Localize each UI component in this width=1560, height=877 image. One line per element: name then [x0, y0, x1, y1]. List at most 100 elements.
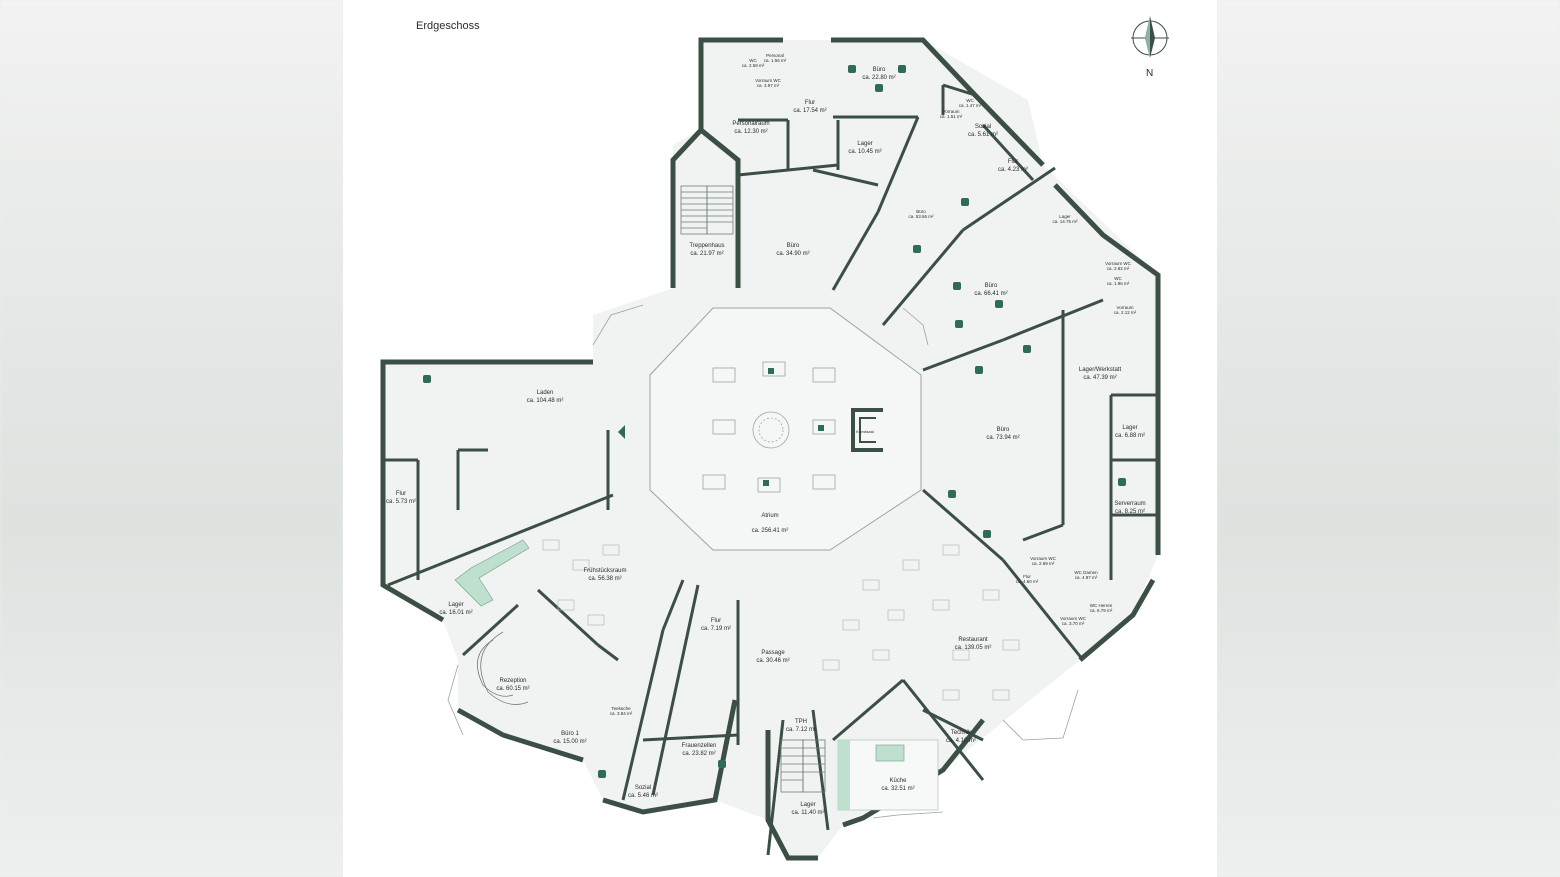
restaurant-furniture [542, 539, 1020, 701]
room-flur-r1: Flur [1008, 159, 1018, 165]
svg-text:ca. 17.54 m²: ca. 17.54 m² [793, 108, 826, 114]
svg-text:ca. 3.84 m²: ca. 3.84 m² [610, 711, 633, 716]
svg-text:ca. 2.59 m²: ca. 2.59 m² [742, 63, 765, 68]
blurred-background-right [1217, 0, 1560, 877]
room-passage: Passage [761, 650, 785, 656]
svg-text:ca. 1.96 m²: ca. 1.96 m² [1107, 281, 1130, 286]
svg-text:ca. 2.69 m²: ca. 2.69 m² [1032, 561, 1055, 566]
svg-text:ca. 2.12 m²: ca. 2.12 m² [1114, 310, 1137, 315]
room-personalraum: Personalraum [732, 121, 769, 127]
svg-text:ca. 21.97 m²: ca. 21.97 m² [690, 251, 723, 257]
room-lager-bottom: Lager [800, 802, 815, 808]
room-vorraum-wc-rr2: Vorraum WC [1060, 616, 1087, 621]
room-tph: TPH [795, 719, 807, 725]
svg-text:ca. 6.88 m²: ca. 6.88 m² [1115, 433, 1145, 439]
compass-letter: N [1146, 68, 1153, 79]
svg-text:ca. 4.10 m²: ca. 4.10 m² [946, 738, 976, 744]
room-lagerwerkstatt: Lager/Werkstatt [1079, 367, 1122, 373]
svg-text:ca. 1.47 m²: ca. 1.47 m² [959, 103, 982, 108]
svg-text:ca. 56.38 m²: ca. 56.38 m² [588, 576, 621, 582]
room-serverraum: Serverraum [1114, 501, 1145, 507]
svg-text:ca. 73.94 m²: ca. 73.94 m² [986, 435, 1019, 441]
room-flur-top: Flur [805, 100, 815, 106]
svg-text:ca. 2.82 m²: ca. 2.82 m² [1107, 266, 1130, 271]
svg-text:ca. 22.80 m²: ca. 22.80 m² [862, 75, 895, 81]
svg-text:ca. 8.25 m²: ca. 8.25 m² [1115, 509, 1145, 515]
svg-text:ca. 47.39 m²: ca. 47.39 m² [1083, 375, 1116, 381]
room-vorraum-wc-top: Vorraum WC [755, 78, 782, 83]
compass-icon: N [1131, 16, 1169, 79]
room-lager-r2: Lager [1059, 214, 1071, 219]
room-personalwc: Personal [766, 53, 784, 58]
staircase-tph [780, 739, 826, 793]
svg-text:ca. 12.30 m²: ca. 12.30 m² [734, 129, 767, 135]
room-technik: Technik [951, 730, 972, 736]
kitchen-floor [837, 739, 939, 811]
atrium-furniture [702, 361, 836, 493]
breakfast-counter [454, 539, 530, 607]
room-flur-mid: Flur [711, 618, 721, 624]
room-rezeption: Rezeption [499, 678, 526, 684]
svg-text:ca. 15.00 m²: ca. 15.00 m² [553, 739, 586, 745]
window-bays [447, 304, 1079, 819]
room-fruehstueck: Frühstücksraum [583, 568, 626, 574]
svg-text:ca. 1.51 m²: ca. 1.51 m² [940, 114, 963, 119]
svg-text:ca. 7.12 m²: ca. 7.12 m² [786, 727, 816, 733]
room-flur-rr: Flur [1023, 574, 1031, 579]
svg-text:ca. 10.45 m²: ca. 10.45 m² [848, 149, 881, 155]
svg-text:ca. 6.79 m²: ca. 6.79 m² [1090, 608, 1113, 613]
atrium-outline [649, 307, 922, 551]
svg-text:ca. 5.73 m²: ca. 5.73 m² [386, 499, 416, 505]
room-lager-r4: Lager [1122, 425, 1137, 431]
room-atrium: Atrium [761, 513, 778, 519]
room-laden: Laden [537, 390, 554, 396]
room-sozial-bottom: Sozial [635, 785, 651, 791]
svg-text:ca. 66.41 m²: ca. 66.41 m² [974, 291, 1007, 297]
room-lager-left: Lager [448, 602, 463, 608]
room-buero-r3: Büro [985, 283, 998, 289]
floor-plan-sheet: Erdgeschoss N [343, 0, 1217, 877]
svg-text:ca. 16.01 m²: ca. 16.01 m² [439, 610, 472, 616]
room-lager-top: Lager [857, 141, 872, 147]
svg-text:ca. 4.23 m²: ca. 4.23 m² [998, 167, 1028, 173]
svg-text:ca. 30.46 m²: ca. 30.46 m² [756, 658, 789, 664]
room-wc-r2: WC [1114, 276, 1122, 281]
svg-text:ca. 11.40 m²: ca. 11.40 m² [792, 810, 825, 816]
room-frauenzellen: Frauenzellen [682, 743, 717, 749]
room-vorraum-wc-r: Vorraum WC [1105, 261, 1132, 266]
svg-text:ca. 7.19 m²: ca. 7.19 m² [701, 626, 731, 632]
svg-text:ca. 3.70 m²: ca. 3.70 m² [1062, 621, 1085, 626]
room-treppenhaus: Treppenhaus [689, 243, 724, 249]
room-teekueche: Teeküche [611, 706, 631, 711]
furniture-markers [423, 65, 1126, 778]
svg-text:ca. 139.05 m²: ca. 139.05 m² [955, 645, 992, 651]
room-wc-r1: WC [966, 98, 974, 103]
room-restaurant: Restaurant [958, 637, 988, 643]
label-kunstsaal: Kunstsaal [856, 429, 874, 434]
room-buero-r2: Büro [916, 209, 926, 214]
room-labels: Personal ca. 1.56 m² WC ca. 2.59 m² Vorr… [386, 53, 1146, 816]
svg-text:ca. 32.51 m²: ca. 32.51 m² [881, 786, 914, 792]
staircase-treppenhaus [680, 185, 734, 235]
room-vorraum-r3: Vorraum [1116, 305, 1133, 310]
svg-text:ca. 5.61 m²: ca. 5.61 m² [968, 132, 998, 138]
svg-text:ca. 1.56 m²: ca. 1.56 m² [764, 58, 787, 63]
svg-text:ca. 4.97 m²: ca. 4.97 m² [1075, 575, 1098, 580]
interior-walls [383, 83, 1158, 856]
exterior-walls [380, 37, 1161, 861]
svg-text:ca. 104.48 m²: ca. 104.48 m² [527, 398, 564, 404]
room-vorraum-r1: Vorraum [942, 109, 959, 114]
room-buero1: Büro 1 [561, 731, 579, 737]
svg-text:ca. 5.46 m²: ca. 5.46 m² [628, 793, 658, 799]
room-buero-r4: Büro [997, 427, 1010, 433]
svg-text:ca. 4.60 m²: ca. 4.60 m² [1016, 579, 1039, 584]
room-buero-mid: Büro [787, 243, 800, 249]
svg-text:ca. 23.82 m²: ca. 23.82 m² [682, 751, 715, 757]
svg-text:ca. 256.41 m²: ca. 256.41 m² [752, 528, 789, 534]
room-flur-left: Flur [396, 491, 406, 497]
floor-plan-svg: Erdgeschoss N [380, 16, 1169, 861]
room-wc-damen-r: WC Damen [1074, 570, 1098, 575]
svg-text:ca. 3.97 m²: ca. 3.97 m² [757, 83, 780, 88]
room-wc-top: WC [749, 58, 757, 63]
reception-desk-icon [851, 408, 883, 452]
